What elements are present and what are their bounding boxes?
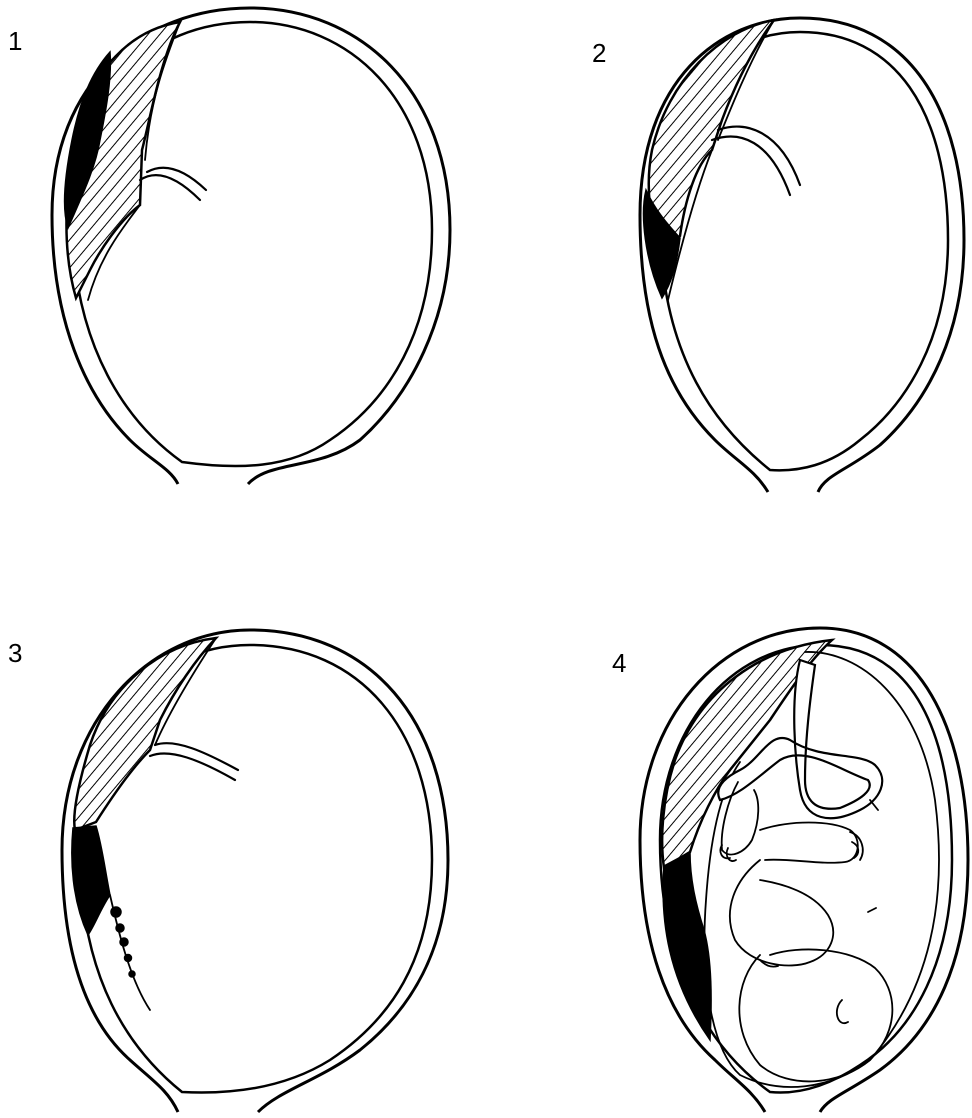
panel-3-uterus [62,630,448,1112]
panel-1-uterus [52,8,450,484]
panel-4-uterus [640,628,968,1112]
panel-2-uterus [640,18,964,492]
